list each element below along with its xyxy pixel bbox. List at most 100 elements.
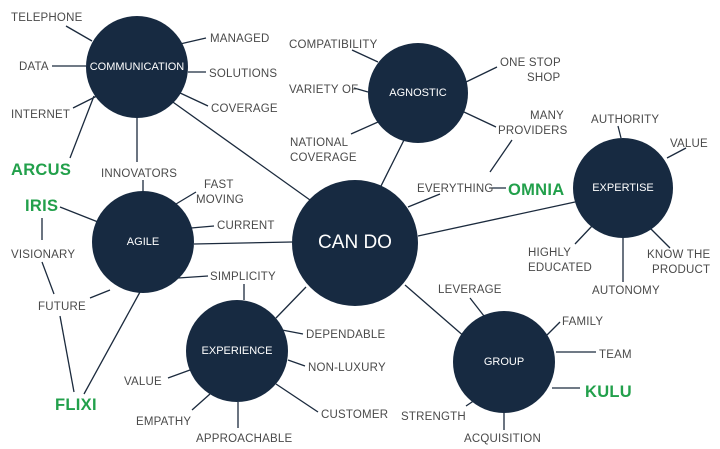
- hub-agnostic[interactable]: AGNOSTIC: [368, 43, 468, 143]
- leaf-solutions: SOLUTIONS: [209, 68, 277, 80]
- leaf-highly-educated-line2: EDUCATED: [528, 262, 592, 274]
- leaf-know-product-line2: PRODUCT: [652, 264, 710, 276]
- edge-center-expertise: [417, 201, 576, 237]
- edge-agnostic-variety: [353, 87, 369, 93]
- edge-agile-fast-moving: [175, 191, 197, 205]
- leaf-one-stop-line1: ONE STOP: [500, 57, 561, 69]
- leaf-managed: MANAGED: [210, 33, 270, 45]
- leaf-non-luxury: NON-LUXURY: [308, 362, 386, 374]
- hub-agile-circle: [92, 191, 194, 293]
- leaf-team: TEAM: [599, 349, 632, 361]
- edge-expertise-know-product: [649, 227, 671, 249]
- leaf-data: DATA: [19, 61, 49, 73]
- edge-agnostic-one-stop: [465, 66, 498, 83]
- edge-future-flixi: [59, 315, 75, 393]
- edge-agile-current: [190, 225, 215, 229]
- connector-lines: [41, 25, 687, 430]
- hub-agile[interactable]: AGILE: [92, 191, 194, 293]
- brand-labels: ARCUS IRIS OMNIA FLIXI KULU: [11, 161, 632, 414]
- hub-expertise-circle: [573, 138, 673, 238]
- hub-center[interactable]: CAN DO: [292, 180, 418, 306]
- hub-expertise-label: EXPERTISE: [592, 182, 654, 194]
- edge-omnia-many-providers: [489, 139, 513, 173]
- leaf-future: FUTURE: [38, 301, 86, 313]
- edge-experience-non-luxury: [287, 359, 306, 367]
- leaf-highly-educated-line1: HIGHLY: [528, 247, 571, 259]
- leaf-simplicity: SIMPLICITY: [210, 271, 276, 283]
- hub-group-circle: [453, 311, 555, 413]
- leaf-one-stop-line2: SHOP: [527, 72, 561, 84]
- leaf-acquisition: ACQUISITION: [464, 433, 541, 445]
- edge-center-agnostic: [377, 139, 405, 193]
- edge-agile-flixi: [83, 291, 141, 395]
- leaf-national-coverage-line1: NATIONAL: [290, 137, 349, 149]
- leaf-empathy: EMPATHY: [136, 416, 191, 428]
- leaf-approachable: APPROACHABLE: [196, 433, 292, 445]
- edge-expertise-value: [666, 147, 687, 159]
- hub-communication[interactable]: COMMUNICATION: [86, 16, 188, 118]
- leaf-fast-moving-line2: MOVING: [196, 194, 244, 206]
- leaf-leverage: LEVERAGE: [438, 284, 502, 296]
- edge-center-everything: [407, 193, 441, 208]
- leaf-customer: CUSTOMER: [321, 409, 388, 421]
- brand-flixi: FLIXI: [55, 396, 97, 414]
- leaf-authority: AUTHORITY: [591, 114, 659, 126]
- brand-iris: IRIS: [25, 197, 58, 215]
- leaf-telephone: TELEPHONE: [11, 12, 83, 24]
- leaf-coverage: COVERAGE: [211, 103, 278, 115]
- edge-center-agile: [193, 241, 293, 245]
- leaf-many-providers-line2: PROVIDERS: [498, 125, 568, 137]
- leaf-many-providers-line1: MANY: [530, 110, 564, 122]
- edge-group-leverage: [469, 297, 485, 317]
- edge-communication-arcus: [69, 95, 95, 159]
- hub-experience[interactable]: EXPERIENCE: [186, 300, 288, 402]
- hub-expertise[interactable]: EXPERTISE: [573, 138, 673, 238]
- leaf-variety-of: VARIETY OF: [289, 84, 358, 96]
- leaf-innovators: INNOVATORS: [101, 168, 177, 180]
- edge-agnostic-many-providers: [463, 111, 497, 128]
- leaf-current: CURRENT: [217, 220, 275, 232]
- edge-agnostic-compatibility: [351, 49, 379, 63]
- leaf-internet: INTERNET: [11, 109, 70, 121]
- leaf-value-experience: VALUE: [124, 376, 162, 388]
- edge-iris-agile: [59, 206, 99, 223]
- hub-agile-label: AGILE: [127, 236, 159, 248]
- hub-group-label: GROUP: [484, 356, 524, 368]
- hub-agnostic-label: AGNOSTIC: [389, 87, 447, 99]
- hub-nodes: CAN DO COMMUNICATION AGNOSTIC EXPERTISE …: [86, 16, 673, 413]
- hub-group[interactable]: GROUP: [453, 311, 555, 413]
- leaf-strength: STRENGTH: [401, 411, 466, 423]
- leaf-autonomy: AUTONOMY: [592, 285, 660, 297]
- edge-expertise-authority: [617, 125, 622, 139]
- leaf-national-coverage-line2: COVERAGE: [290, 152, 357, 164]
- hub-agnostic-circle: [368, 43, 468, 143]
- hub-communication-label: COMMUNICATION: [90, 61, 185, 73]
- leaf-know-product-line1: KNOW THE: [647, 249, 710, 261]
- edge-experience-customer: [275, 383, 319, 413]
- edge-communication-coverage: [177, 91, 209, 107]
- hub-communication-circle: [86, 16, 188, 118]
- edge-center-group: [404, 284, 467, 339]
- edge-group-family: [545, 321, 561, 337]
- leaf-labels: TELEPHONE MANAGED DATA SOLUTIONS INTERNE…: [11, 12, 710, 445]
- hub-center-circle: [292, 180, 418, 306]
- leaf-value-expertise: VALUE: [670, 138, 708, 150]
- hub-center-label: CAN DO: [318, 232, 392, 253]
- edge-agnostic-national: [350, 121, 379, 135]
- hub-experience-label: EXPERIENCE: [202, 345, 273, 357]
- leaf-fast-moving-line1: FAST: [204, 179, 234, 191]
- leaf-visionary: VISIONARY: [11, 249, 75, 261]
- edge-experience-empathy: [191, 393, 211, 411]
- brand-arcus: ARCUS: [11, 161, 71, 179]
- leaf-dependable: DEPENDABLE: [306, 329, 385, 341]
- hub-experience-circle: [186, 300, 288, 402]
- brand-kulu: KULU: [585, 383, 632, 401]
- edge-center-experience: [275, 286, 307, 319]
- brand-omnia: OMNIA: [508, 181, 565, 199]
- edge-agile-simplicity: [177, 275, 209, 279]
- leaf-compatibility: COMPATIBILITY: [289, 39, 378, 51]
- leaf-everything: EVERYTHING: [417, 183, 494, 195]
- edge-communication-telephone: [65, 25, 93, 42]
- edge-agile-future: [89, 289, 111, 299]
